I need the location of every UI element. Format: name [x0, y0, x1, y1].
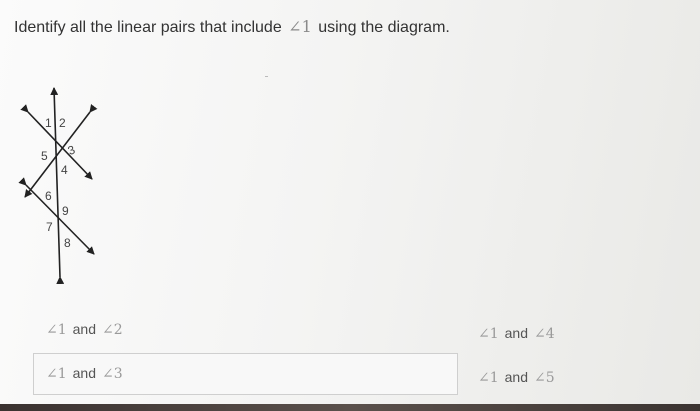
- angle-label-1: 1: [45, 116, 52, 130]
- option-1-and-3[interactable]: ∠1 and ∠3: [46, 365, 123, 382]
- question-angle: ∠1: [288, 17, 312, 36]
- option-4-and: and: [504, 369, 528, 385]
- option-1-angle-b: ∠2: [102, 322, 123, 338]
- divider-mark: [265, 76, 268, 77]
- question-text: Identify all the linear pairs that inclu…: [14, 17, 450, 37]
- diagram-svg: 1 2 3 4 5 6 7 8 9: [18, 87, 98, 285]
- option-4-angle-b: ∠5: [534, 370, 555, 386]
- option-2-angle-b: ∠3: [102, 366, 123, 382]
- option-3-and: and: [504, 325, 528, 341]
- angle-label-5: 5: [41, 149, 48, 163]
- option-2-and: and: [72, 365, 96, 381]
- angle-label-4: 4: [61, 163, 68, 177]
- option-1-and: and: [72, 321, 96, 337]
- upper-diagonal: [20, 104, 93, 180]
- angle-label-3: 3: [66, 142, 77, 158]
- option-2-angle-a: ∠1: [46, 366, 67, 382]
- angle-label-8: 8: [64, 236, 71, 250]
- bottom-edge: [0, 404, 700, 411]
- angle-label-6: 6: [45, 189, 52, 203]
- option-1-and-3-box[interactable]: [33, 353, 458, 395]
- angle-diagram: 1 2 3 4 5 6 7 8 9: [18, 82, 120, 285]
- option-3-angle-a: ∠1: [478, 326, 499, 342]
- option-1-and-5[interactable]: ∠1 and ∠5: [478, 369, 555, 386]
- option-3-angle-b: ∠4: [534, 326, 555, 342]
- question-prefix: Identify all the linear pairs that inclu…: [14, 19, 282, 36]
- question-suffix: using the diagram.: [318, 19, 450, 36]
- option-1-angle-a: ∠1: [46, 322, 67, 338]
- angle-label-9: 9: [62, 204, 69, 218]
- option-4-angle-a: ∠1: [478, 370, 499, 386]
- option-1-and-4[interactable]: ∠1 and ∠4: [478, 325, 555, 342]
- option-1-and-2[interactable]: ∠1 and ∠2: [46, 321, 123, 338]
- angle-label-2: 2: [59, 116, 66, 130]
- lower-diagonal: [18, 177, 95, 255]
- angle-label-7: 7: [46, 220, 53, 234]
